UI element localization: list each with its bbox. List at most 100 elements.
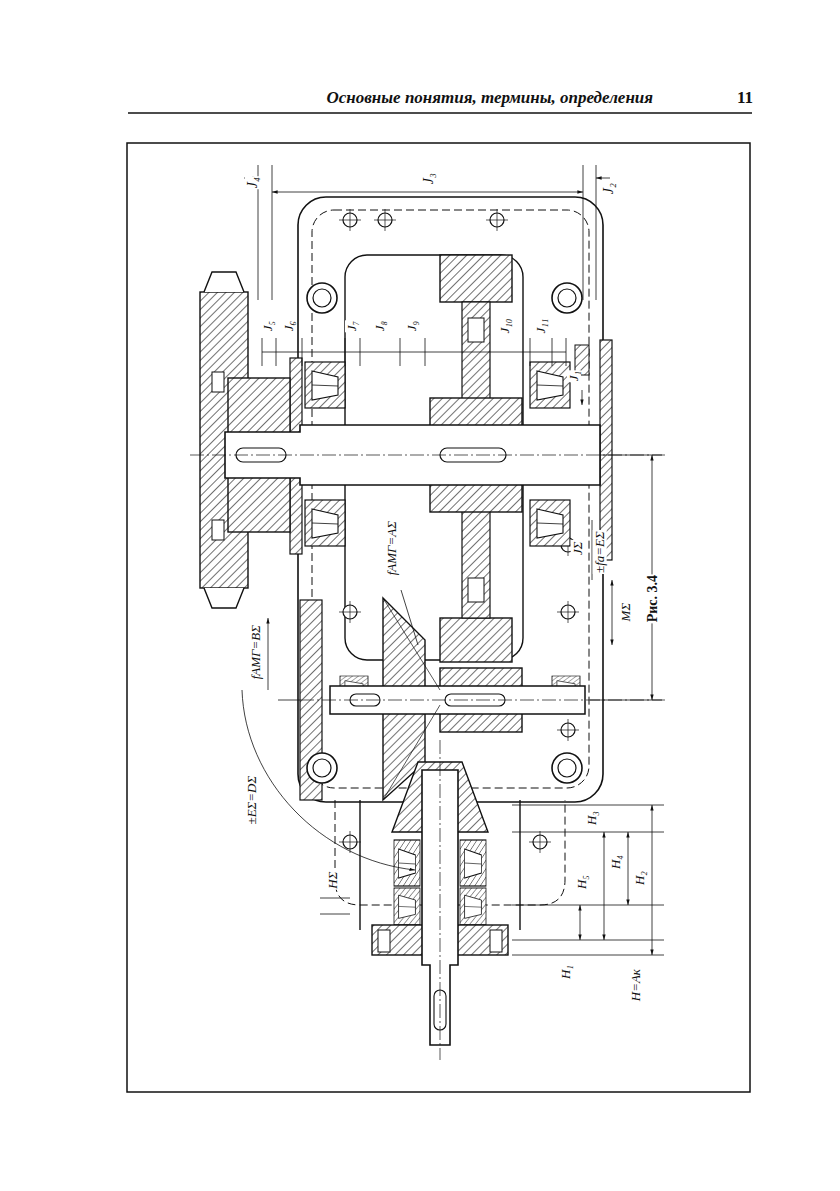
- dimension-lines: [268, 618, 269, 690]
- output-shaft: [530, 500, 570, 546]
- dimension-lines: [272, 192, 583, 193]
- intermediate-shaft: [300, 700, 665, 701]
- dimension-label: J₉: [405, 320, 419, 332]
- dimension-lines: [652, 805, 653, 955]
- dimension-label: JΣ: [571, 540, 585, 556]
- dimension-lines: [276, 338, 277, 366]
- dimension-label: H₃: [585, 810, 599, 826]
- output-shaft: [190, 455, 665, 456]
- dimension-label: ±fa=EΣ: [593, 530, 607, 574]
- dimension-label: MΣ: [619, 602, 633, 623]
- dimension-label: HΣ: [326, 871, 340, 890]
- output-shaft: [440, 618, 512, 662]
- running-header: Основные понятия, термины, определения: [326, 89, 655, 108]
- dimension-lines: [590, 700, 662, 701]
- dimension-lines: [401, 590, 418, 645]
- dimension-lines: [278, 700, 300, 701]
- dimension-lines: [360, 338, 361, 366]
- dimension-lines: [596, 178, 610, 179]
- gearbox-housing: [557, 719, 579, 741]
- gearbox-housing: [552, 283, 582, 313]
- dimension-lines: [400, 338, 401, 366]
- dimension-lines: [596, 165, 597, 300]
- dimension-label: fAMΓ=AΣ: [385, 520, 399, 576]
- dimension-lines: [530, 338, 531, 366]
- gearbox-housing: [339, 209, 361, 231]
- dimension-label: ±EΣ=DΣ: [245, 775, 259, 826]
- gearbox-housing: [312, 210, 589, 788]
- dimension-lines: [302, 338, 303, 366]
- dimension-lines: [604, 832, 605, 940]
- gearbox-housing: [374, 209, 396, 231]
- gearbox-housing: [557, 601, 579, 623]
- input-shaft: [460, 840, 486, 886]
- gearbox-housing: [307, 283, 337, 313]
- dimension-label: fAMΓ=BΣ: [249, 624, 263, 680]
- dimension-lines: [582, 390, 583, 405]
- dimension-label: J₂: [600, 182, 615, 195]
- dimension-lines: [512, 905, 664, 906]
- dimension-label: J₆: [282, 320, 296, 332]
- dimension-lines: [566, 338, 567, 366]
- output-shaft: [305, 500, 345, 546]
- page-number: 11: [736, 89, 754, 108]
- gearbox-housing: [600, 340, 612, 560]
- dimension-lines: [580, 905, 581, 940]
- gearbox-housing: [486, 209, 508, 231]
- gearbox-housing: [298, 197, 603, 802]
- output-shaft: [305, 362, 345, 408]
- input-shaft: [440, 740, 441, 1060]
- dimension-lines: [345, 338, 346, 366]
- intermediate-shaft: [300, 598, 665, 800]
- input-shaft: [490, 930, 502, 952]
- dimension-lines: [612, 580, 613, 645]
- output-shaft: [212, 372, 224, 392]
- dimension-label: H₄: [609, 854, 623, 870]
- dimension-label: J₇: [345, 320, 359, 332]
- output-shaft: [468, 578, 484, 602]
- dimension-label: H₂: [633, 870, 647, 886]
- dimension-label: H₁: [559, 964, 573, 980]
- dimension-lines: [242, 165, 664, 955]
- page-frame: [127, 113, 752, 1092]
- gearbox-housing: [339, 831, 361, 853]
- dimension-label: J₅: [261, 320, 275, 332]
- figure-caption: Рис. 3.4: [644, 574, 659, 623]
- output-shaft: [468, 318, 484, 342]
- dimension-label: H=Aк: [629, 968, 643, 1002]
- dimension-lines: [425, 338, 426, 366]
- input-shaft: [394, 840, 420, 886]
- dimension-lines: [272, 165, 273, 300]
- dimension-label: J₁₁: [534, 318, 548, 335]
- dimension-lines: [512, 805, 664, 806]
- input-shaft: [460, 888, 486, 925]
- output-shaft: [440, 255, 512, 302]
- page-frame: [127, 143, 750, 1092]
- dimension-lines: [262, 338, 263, 366]
- dimension-lines: [583, 165, 584, 300]
- gearbox-housing: [529, 831, 551, 853]
- dimension-lines: [552, 338, 553, 366]
- gearbox-housing: [552, 753, 582, 783]
- dimension-lines: [600, 455, 662, 456]
- dimension-lines: [320, 898, 350, 899]
- output-shaft: [190, 255, 665, 662]
- output-shaft: [530, 362, 570, 408]
- dimension-lines: [320, 914, 350, 915]
- dimension-lines: [628, 832, 629, 905]
- dimension-lines: [262, 352, 566, 353]
- input-shaft: [394, 888, 420, 925]
- dimension-label: J₁: [567, 370, 581, 382]
- dimension-label: J₈: [373, 320, 387, 332]
- dimension-lines: [512, 832, 664, 833]
- dimension-lines: [512, 940, 664, 941]
- dimension-lines: [242, 690, 415, 870]
- page-frame: [128, 112, 752, 114]
- dimension-label: H₅: [575, 874, 589, 890]
- dimension-label: J₃: [420, 172, 435, 185]
- input-shaft: [378, 930, 390, 952]
- gearbox-housing: [339, 601, 361, 623]
- dimension-label: J₄: [244, 176, 259, 189]
- dimension-label: J₁₀: [498, 318, 512, 335]
